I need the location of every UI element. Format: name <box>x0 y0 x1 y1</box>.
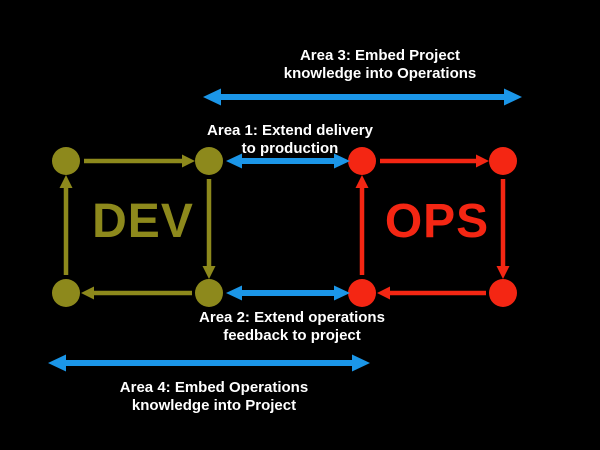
area1-arrowhead-right-icon <box>334 153 350 169</box>
area1-label-line1: Area 1: Extend delivery <box>207 122 373 139</box>
area2-arrow <box>226 285 350 301</box>
ops-arrowhead-down-icon <box>496 266 510 279</box>
area3-label: Area 3: Embed Project knowledge into Ope… <box>270 47 490 83</box>
ops-label: OPS <box>384 195 490 248</box>
ops-node-bottom-left <box>348 279 376 307</box>
ops-arrowhead-up-icon <box>355 175 369 188</box>
ops-node-top-left <box>348 147 376 175</box>
area2-label: Area 2: Extend operations feedback to pr… <box>182 309 402 345</box>
area4-label-line2: knowledge into Project <box>131 397 297 414</box>
area4-arrowhead-right-icon <box>352 354 370 372</box>
dev-arrowhead-down-icon <box>202 266 216 279</box>
area2-arrowhead-right-icon <box>334 285 350 301</box>
ops-node-top-right <box>489 147 517 175</box>
dev-label: DEV <box>92 195 194 248</box>
ops-arrowhead-right-icon <box>476 154 489 168</box>
area3-label-line2: knowledge into Operations <box>283 65 477 82</box>
ops-node-bottom-right <box>489 279 517 307</box>
area1-arrow <box>226 153 350 169</box>
area3-label-line1: Area 3: Embed Project <box>299 47 461 64</box>
area1-label-line2: to production <box>241 140 339 157</box>
area3-arrowhead-left-icon <box>203 88 221 106</box>
dev-node-top-left <box>52 147 80 175</box>
area4-label-line1: Area 4: Embed Operations <box>119 379 309 396</box>
area1-label: Area 1: Extend delivery to production <box>180 122 400 158</box>
area3-arrowhead-right-icon <box>504 88 522 106</box>
dev-cycle <box>52 147 223 307</box>
ops-arrowhead-left-icon <box>377 286 390 300</box>
dev-node-bottom-right <box>195 279 223 307</box>
dev-arrowhead-left-icon <box>81 286 94 300</box>
area4-label: Area 4: Embed Operations knowledge into … <box>104 379 324 415</box>
area4-span-arrow <box>48 354 370 372</box>
area2-arrowhead-left-icon <box>226 285 242 301</box>
dev-arrowhead-up-icon <box>59 175 73 188</box>
dev-arrowhead-right-icon <box>182 154 195 168</box>
dev-node-bottom-left <box>52 279 80 307</box>
area1-arrowhead-left-icon <box>226 153 242 169</box>
dev-node-top-right <box>195 147 223 175</box>
ops-cycle <box>348 147 517 307</box>
area2-label-line2: feedback to project <box>223 327 361 344</box>
area3-span-arrow <box>203 88 522 106</box>
area4-arrowhead-left-icon <box>48 354 66 372</box>
area2-label-line1: Area 2: Extend operations <box>199 309 385 326</box>
